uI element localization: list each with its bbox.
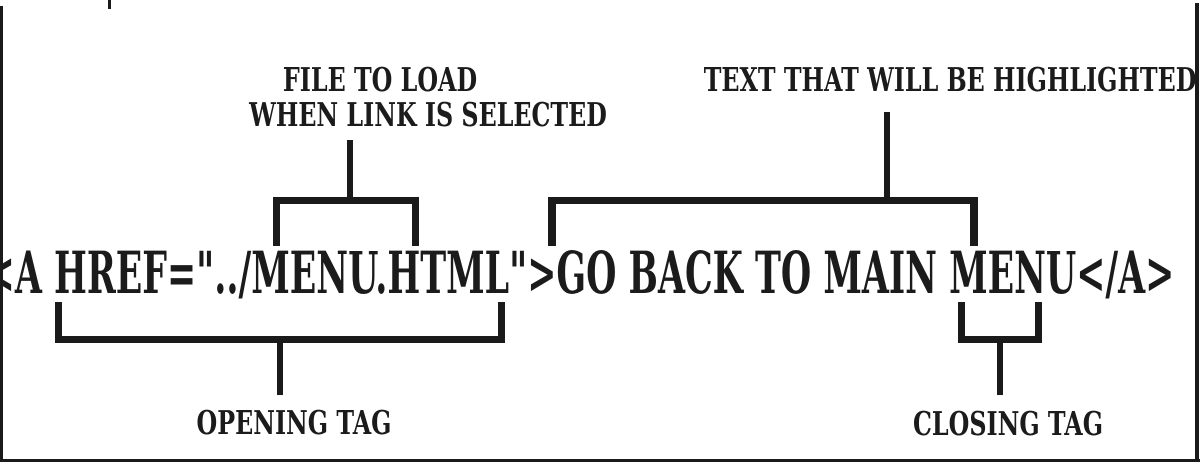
label-opening-tag: OPENING TAG (196, 403, 392, 442)
code-line: <A HREF="../MENU.HTML">GO BACK TO MAIN M… (0, 239, 1175, 307)
label-when-link-selected: WHEN LINK IS SELECTED (249, 95, 607, 134)
href-bracket-right-leg (412, 197, 419, 246)
closing-bracket-stem (997, 336, 1003, 395)
opening-bracket-left-leg (55, 302, 62, 343)
label-file-to-load: FILE TO LOAD (282, 60, 478, 99)
label-closing-tag: CLOSING TAG (913, 404, 1103, 443)
linktext-bracket-left-leg (548, 197, 556, 246)
file-label-connector (347, 140, 353, 204)
href-bracket-left-leg (273, 197, 280, 246)
closing-bracket-right-leg (1035, 302, 1042, 343)
linktext-bracket-bar (548, 197, 978, 204)
opening-bracket-right-leg (498, 302, 505, 343)
border-left (0, 6, 3, 462)
closing-bracket-left-leg (958, 302, 965, 343)
linktext-bracket-right-leg (970, 197, 978, 246)
highlight-label-connector (884, 112, 890, 204)
href-bracket-bar (273, 197, 419, 204)
border-top-tick (108, 0, 111, 9)
border-right (1195, 3, 1199, 462)
opening-bracket-stem (277, 336, 283, 395)
border-bottom (0, 459, 1200, 462)
label-text-highlighted: TEXT THAT WILL BE HIGHLIGHTED (703, 60, 1197, 99)
